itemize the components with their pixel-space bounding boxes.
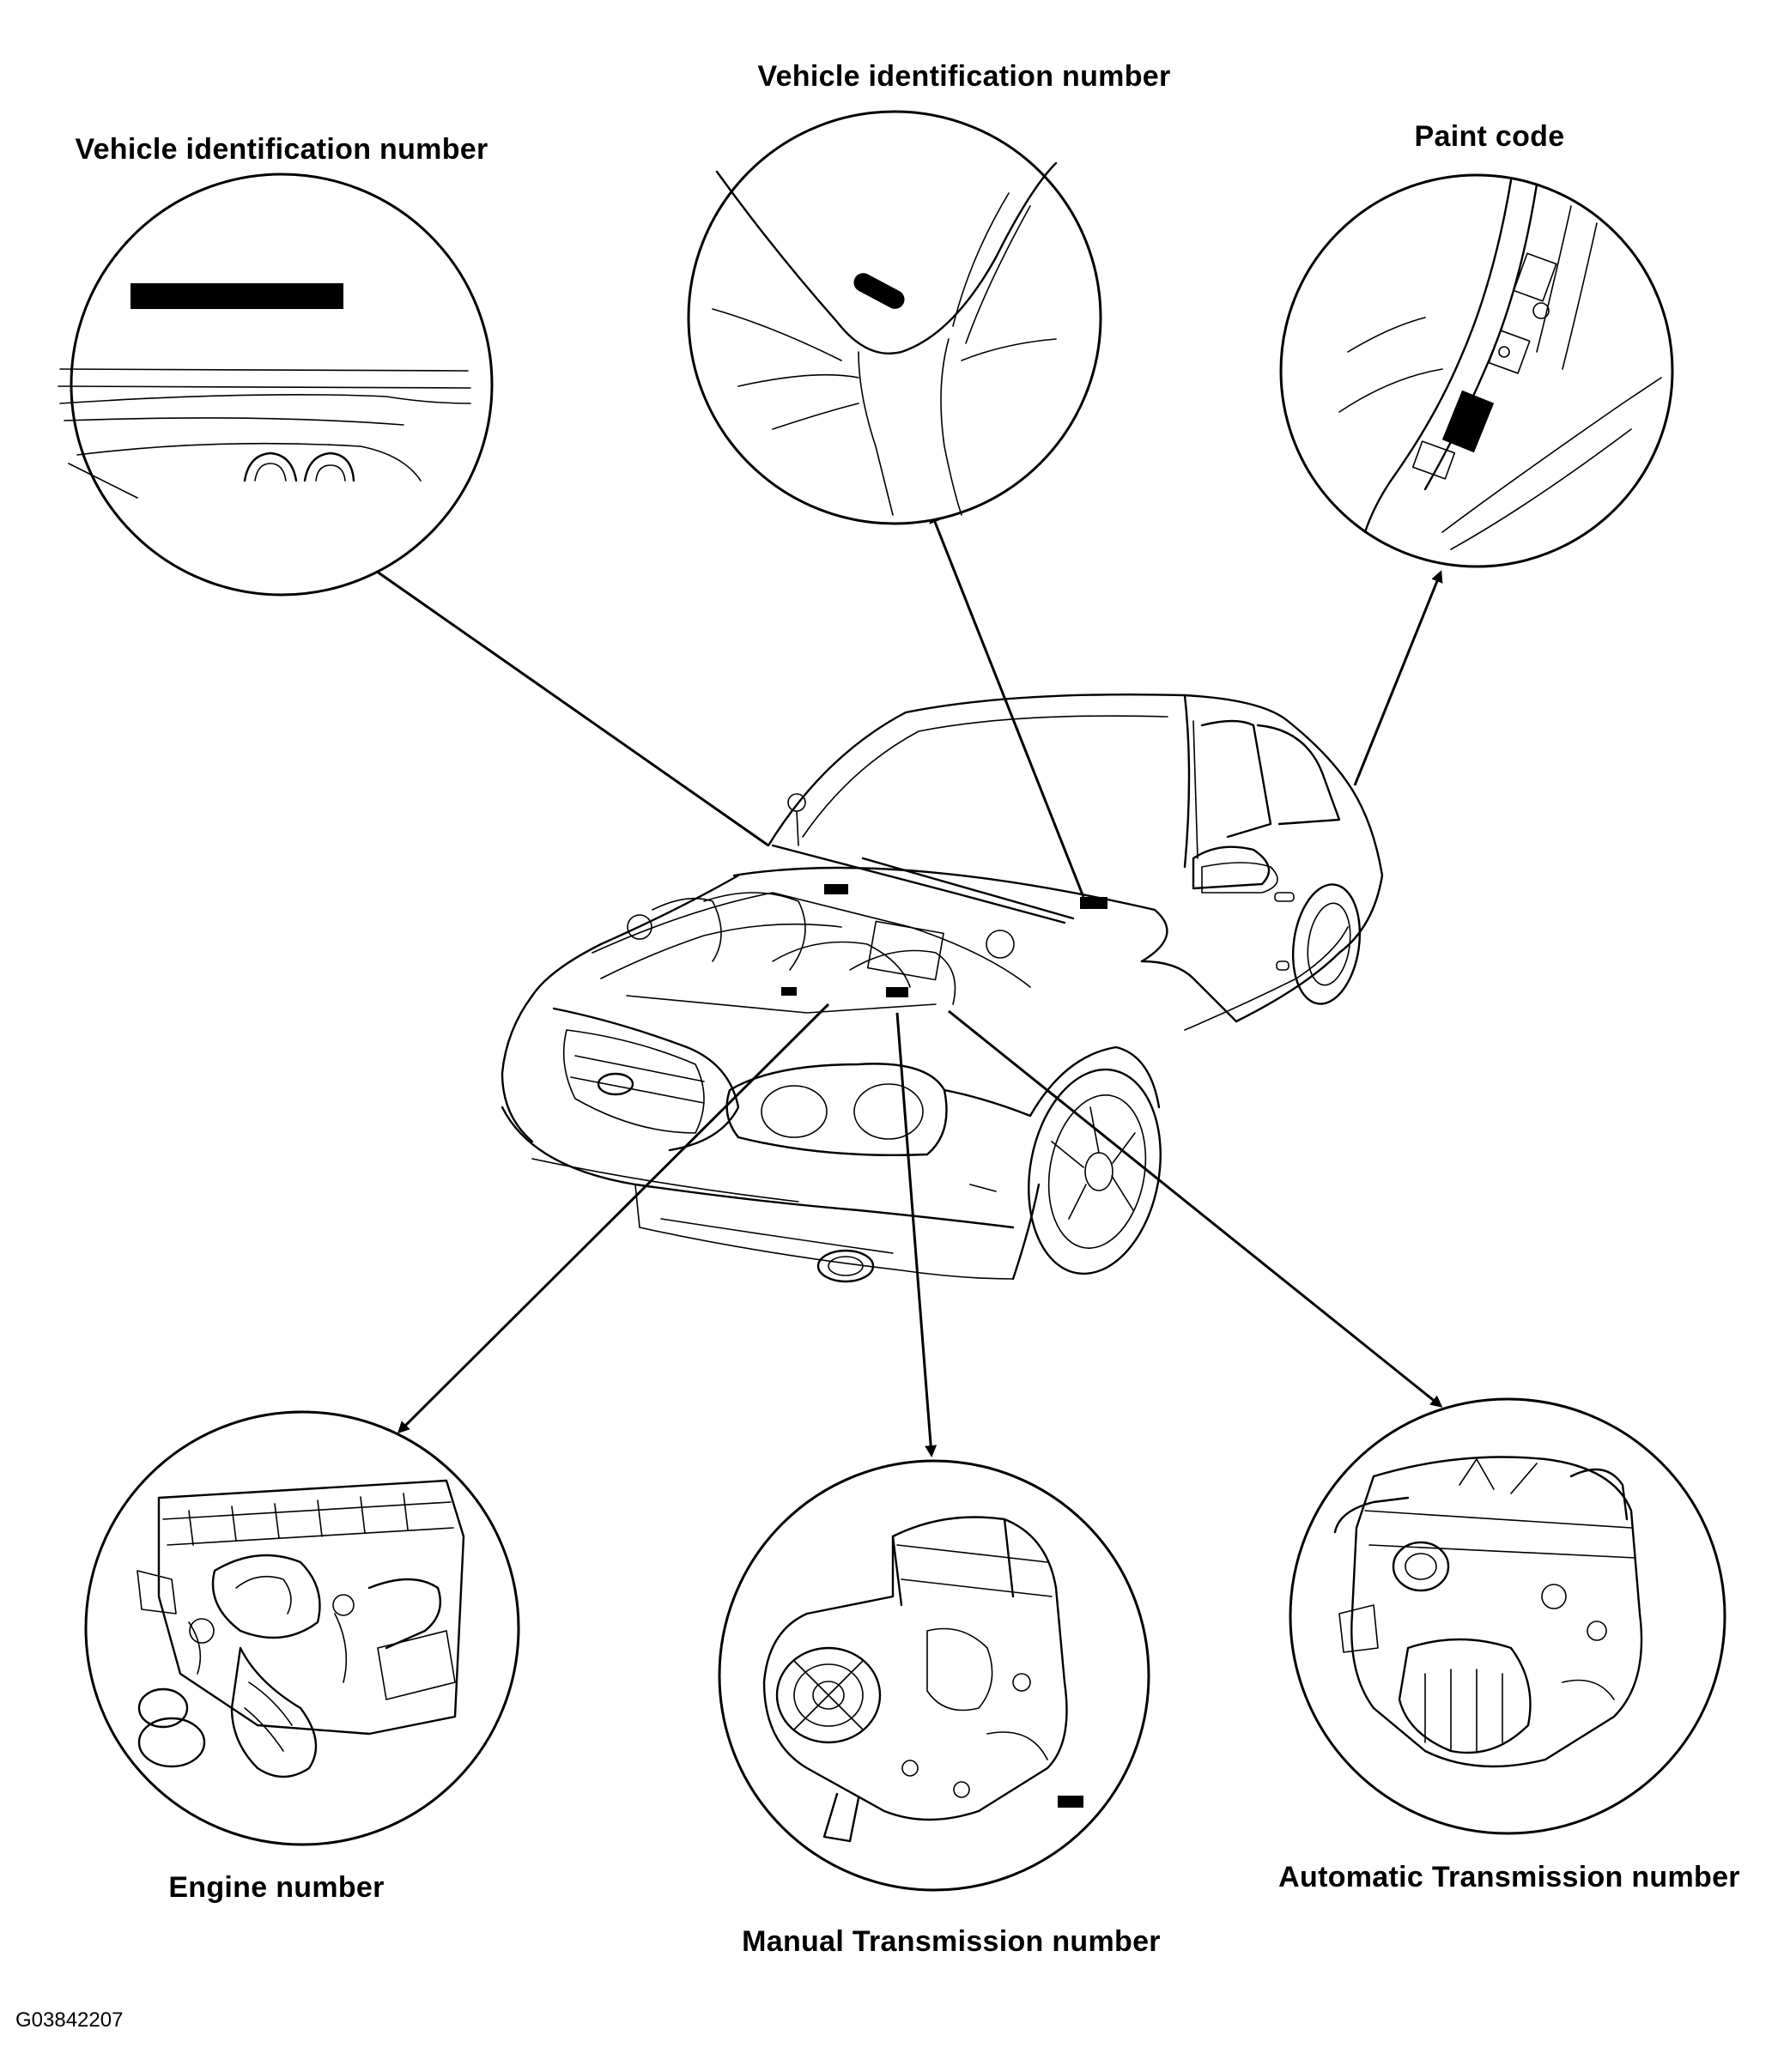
- detail-circle-vin-windshield: [58, 173, 494, 597]
- arrow-to-vin-windshield: [351, 554, 769, 847]
- engine-illustration: [137, 1479, 465, 1778]
- arrow-to-paint-code: [1353, 570, 1443, 786]
- label-automatic-transmission-number: Automatic Transmission number: [1278, 1861, 1740, 1893]
- arrow-to-vin-cowl: [929, 511, 1085, 898]
- detail-circle-automatic-transmission: [1289, 1397, 1726, 1835]
- label-vin-cowl: Vehicle identification number: [757, 60, 1171, 93]
- detail-circle-paint-code: [1279, 173, 1674, 568]
- label-manual-transmission-number: Manual Transmission number: [742, 1925, 1161, 1958]
- detail-circle-manual-transmission: [718, 1459, 1150, 1892]
- figure-id: G03842207: [15, 2008, 124, 2032]
- detail-circle-vin-cowl: [687, 110, 1102, 525]
- manual-transmission-illustration: [762, 1516, 1083, 1843]
- arrow-to-automatic-transmission: [948, 1009, 1443, 1408]
- arrow-to-engine: [397, 1003, 830, 1434]
- label-engine-number: Engine number: [168, 1871, 385, 1904]
- arrow-to-manual-transmission: [895, 1012, 938, 1457]
- detail-circle-engine: [84, 1410, 520, 1846]
- car-illustration: [501, 693, 1384, 1283]
- label-vin-windshield: Vehicle identification number: [75, 133, 488, 166]
- label-paint-code: Paint code: [1414, 120, 1565, 153]
- automatic-transmission-illustration: [1333, 1456, 1643, 1768]
- pointer-arrows: [351, 511, 1443, 1457]
